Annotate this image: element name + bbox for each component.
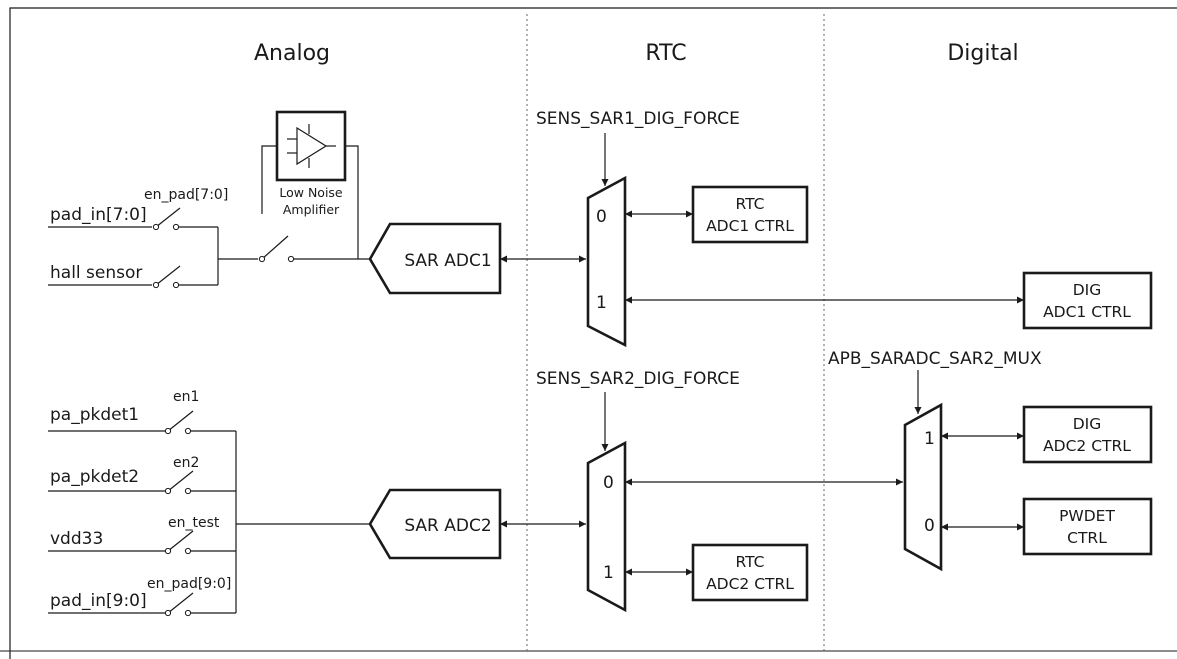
input-label-pa-pkdet1: pa_pkdet1 <box>50 405 139 425</box>
input-label-pad-in-7-0: pad_in[7:0] <box>50 205 147 225</box>
enable-label-en2: en2 <box>173 455 199 471</box>
frame-border <box>9 7 1177 659</box>
lna-output-wire <box>345 145 359 259</box>
input-label-vdd33: vdd33 <box>50 529 103 549</box>
pwdet-ctrl-line2: CTRL <box>1067 529 1107 547</box>
lna-input-wire <box>261 145 277 214</box>
rtc-adc2-ctrl-line2: ADC2 CTRL <box>706 575 794 593</box>
sar-adc2-label: SAR ADC2 <box>404 516 491 536</box>
apb-mux-port-0: 0 <box>924 516 935 536</box>
rtc-adc1-ctrl-line2: ADC1 CTRL <box>706 217 794 235</box>
pwdet-ctrl-box <box>1022 497 1153 556</box>
dig-adc2-ctrl-line1: DIG <box>1073 415 1102 433</box>
switch-hall-sensor <box>152 265 181 289</box>
sar2-mux <box>586 440 627 613</box>
lna-label-line1: Low Noise <box>279 185 343 200</box>
pwdet-ctrl-line1: PWDET <box>1059 507 1115 525</box>
switch-pa-pkdet1 <box>164 410 194 435</box>
input-label-pad-in-9-0: pad_in[9:0] <box>50 591 147 611</box>
sar2-mux-port-1: 1 <box>603 563 614 583</box>
dig-adc1-ctrl-line2: ADC1 CTRL <box>1043 303 1131 321</box>
apb-mux-port-1: 1 <box>924 429 935 449</box>
dig-adc2-ctrl-box <box>1022 405 1153 464</box>
dig-adc2-ctrl-line2: ADC2 CTRL <box>1043 437 1131 455</box>
input-label-hall-sensor: hall sensor <box>50 263 142 283</box>
sar1-mux-port-1: 1 <box>596 293 607 313</box>
dig-adc1-ctrl-box <box>1022 271 1153 330</box>
rtc-adc2-ctrl-line1: RTC <box>735 553 764 571</box>
rtc-adc1-ctrl-box <box>691 185 809 244</box>
amplifier-icon <box>287 124 336 168</box>
enable-label-en-test: en_test <box>168 515 220 531</box>
switch-pad-in-9-0 <box>164 592 194 617</box>
rtc-adc2-ctrl-box <box>691 543 809 602</box>
sar-adc1-label: SAR ADC1 <box>404 251 491 271</box>
enable-label-en-pad-7-0: en_pad[7:0] <box>144 187 228 203</box>
sar1-force-signal-label: SENS_SAR1_DIG_FORCE <box>536 109 740 129</box>
rtc-adc1-ctrl-line1: RTC <box>735 195 764 213</box>
sar1-mux <box>586 175 627 348</box>
switch-pad-in-7-0 <box>152 207 181 231</box>
switch-vdd33 <box>164 530 194 555</box>
sar1-mux-port-0: 0 <box>596 207 607 227</box>
dig-adc1-ctrl-line1: DIG <box>1073 281 1102 299</box>
switch-pa-pkdet2 <box>164 470 194 495</box>
section-title-digital: Digital <box>947 41 1018 66</box>
enable-label-en1: en1 <box>173 389 199 405</box>
apb-sar2-mux <box>903 402 943 572</box>
sar2-force-signal-label: SENS_SAR2_DIG_FORCE <box>536 369 740 389</box>
sar2-mux-select-label: APB_SARADC_SAR2_MUX <box>828 349 1042 369</box>
section-title-rtc: RTC <box>645 41 686 66</box>
switch-lna-bypass <box>258 235 295 263</box>
input-label-pa-pkdet2: pa_pkdet2 <box>50 467 139 487</box>
sar2-mux-port-0: 0 <box>603 473 614 493</box>
enable-label-en-pad-9-0: en_pad[9:0] <box>147 576 231 592</box>
section-title-analog: Analog <box>254 41 330 66</box>
lna-label-line2: Amplifier <box>283 202 340 217</box>
